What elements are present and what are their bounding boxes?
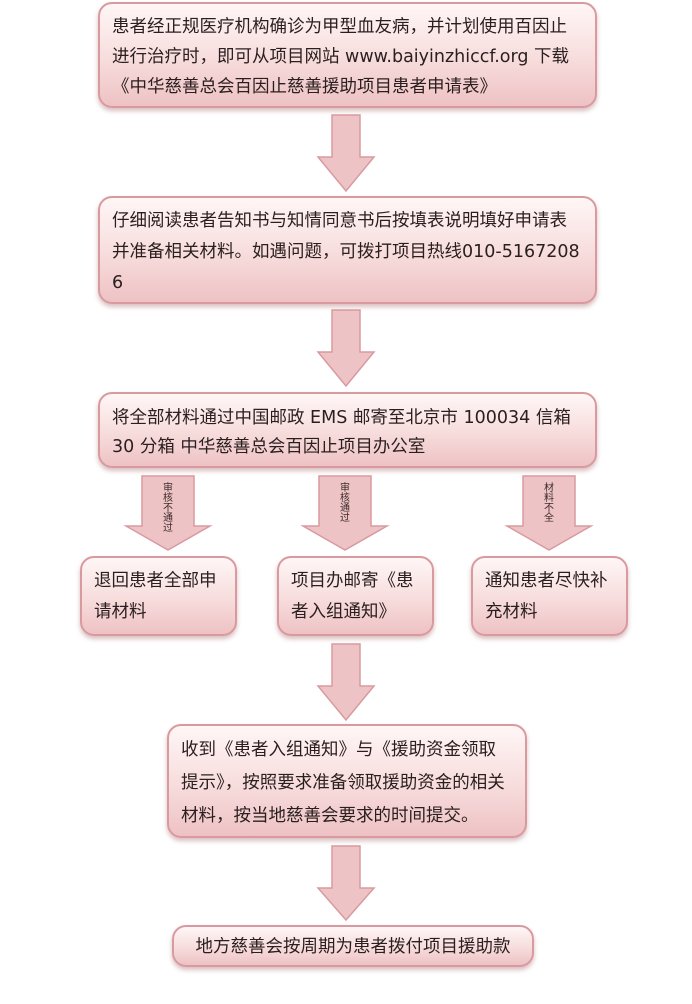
down-arrow-3 xyxy=(316,643,376,722)
step-3-box: 将全部材料通过中国邮政 EMS 邮寄至北京市 100034 信箱 30 分箱 中… xyxy=(98,392,597,468)
down-arrow-2 xyxy=(316,309,376,388)
step-4-text: 收到《患者入组通知》与《援助资金领取提示》，按照要求准备领取援助资金的相关材料，… xyxy=(181,740,505,826)
down-arrow-4 xyxy=(316,845,376,922)
branch-left-box: 退回患者全部申请材料 xyxy=(80,556,237,636)
branch-arrow-mid xyxy=(300,475,390,551)
branch-arrow-right xyxy=(504,475,594,551)
branch-left-text: 退回患者全部申请材料 xyxy=(94,571,217,622)
step-1-box: 患者经正规医疗机构确诊为甲型血友病，并计划使用百因止进行治疗时，即可从项目网站 … xyxy=(98,2,597,108)
branch-label-mid: 审核通过 xyxy=(340,483,350,524)
branch-label-right: 材料不全 xyxy=(544,483,554,524)
step-5-text: 地方慈善会按周期为患者拨付项目援助款 xyxy=(195,937,511,957)
branch-right-box: 通知患者尽快补充材料 xyxy=(471,556,628,636)
step-3-text: 将全部材料通过中国邮政 EMS 邮寄至北京市 100034 信箱 30 分箱 中… xyxy=(112,408,571,457)
branch-right-text: 通知患者尽快补充材料 xyxy=(485,571,608,622)
step-2-box: 仔细阅读患者告知书与知情同意书后按填表说明填好申请表并准备相关材料。如遇问题，可… xyxy=(98,196,597,304)
branch-mid-text: 项目办邮寄《患者入组通知》 xyxy=(291,571,414,622)
step-2-text: 仔细阅读患者告知书与知情同意书后按填表说明填好申请表并准备相关材料。如遇问题，可… xyxy=(112,211,580,293)
branch-label-left: 审核不通过 xyxy=(163,483,173,534)
step-5-box: 地方慈善会按周期为患者拨付项目援助款 xyxy=(172,925,534,967)
step-4-box: 收到《患者入组通知》与《援助资金领取提示》，按照要求准备领取援助资金的相关材料，… xyxy=(167,724,527,838)
branch-mid-box: 项目办邮寄《患者入组通知》 xyxy=(277,556,434,636)
branch-arrow-left xyxy=(123,475,213,551)
down-arrow-1 xyxy=(316,114,376,193)
step-1-text: 患者经正规医疗机构确诊为甲型血友病，并计划使用百因止进行治疗时，即可从项目网站 … xyxy=(112,17,570,97)
